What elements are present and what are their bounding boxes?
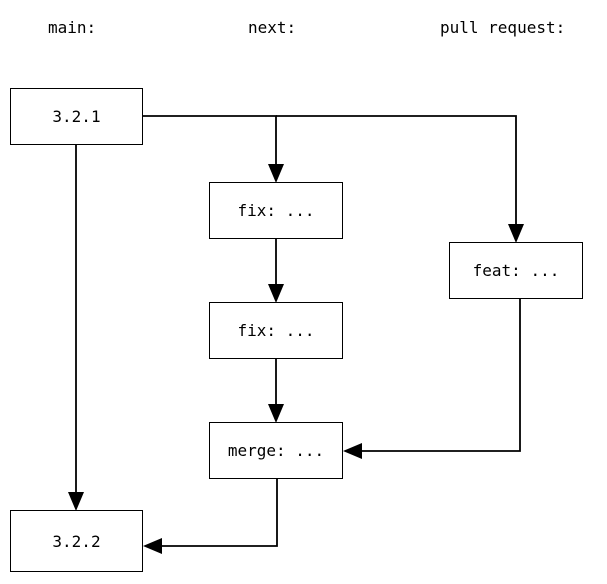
node-label: fix: ... bbox=[237, 321, 315, 340]
column-header-next: next: bbox=[248, 18, 297, 37]
node-label: fix: ... bbox=[237, 201, 315, 220]
edge-v321-to-v322 bbox=[68, 145, 84, 511]
node-pull-request-feat[interactable]: feat: ... bbox=[449, 242, 583, 299]
node-next-fix-1[interactable]: fix: ... bbox=[209, 182, 343, 239]
node-label: feat: ... bbox=[472, 261, 560, 280]
node-label: merge: ... bbox=[227, 441, 325, 460]
edge-feat-to-merge bbox=[343, 299, 521, 459]
node-main-3-2-2[interactable]: 3.2.2 bbox=[10, 510, 143, 572]
column-header-pull-request: pull request: bbox=[440, 18, 566, 37]
node-label: 3.2.1 bbox=[52, 107, 101, 126]
edge-merge-to-v322 bbox=[143, 479, 278, 554]
edge-v321-to-fix1 bbox=[143, 115, 284, 183]
node-next-merge[interactable]: merge: ... bbox=[209, 422, 343, 479]
edge-fix1-to-fix2 bbox=[268, 239, 284, 303]
column-header-main: main: bbox=[48, 18, 97, 37]
node-label: 3.2.2 bbox=[52, 531, 101, 551]
node-next-fix-2[interactable]: fix: ... bbox=[209, 302, 343, 359]
edge-fix2-to-merge bbox=[268, 359, 284, 423]
node-main-3-2-1[interactable]: 3.2.1 bbox=[10, 88, 143, 145]
